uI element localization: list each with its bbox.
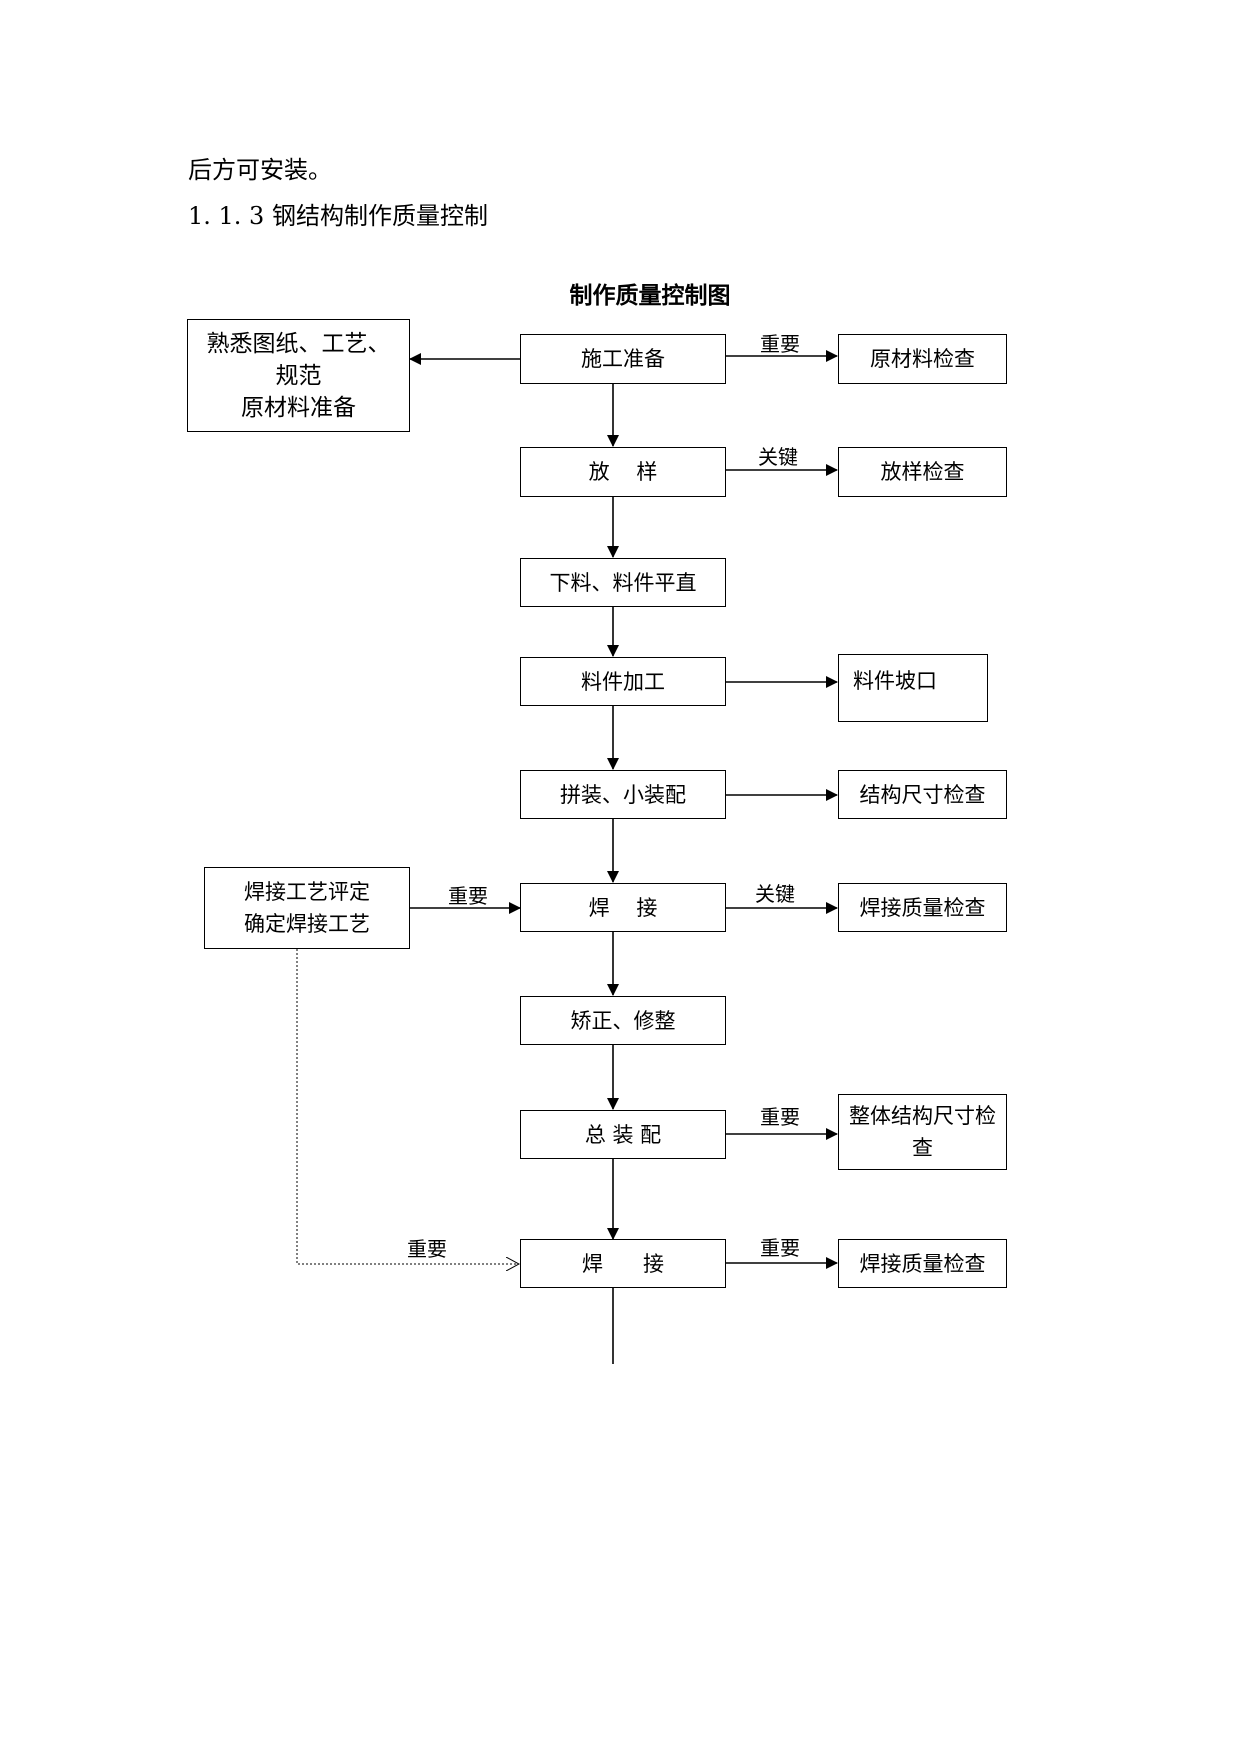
step-straightening: 矫正、修整 (520, 996, 726, 1045)
label-important-1: 重要 (760, 332, 800, 356)
check-layout: 放样检查 (838, 447, 1007, 497)
step-welding: 焊 接 (520, 883, 726, 932)
label-important-2: 重要 (760, 1105, 800, 1129)
label-important-dotted: 重要 (407, 1237, 447, 1261)
step-final-assembly: 总 装 配 (520, 1110, 726, 1159)
dotted-connector (296, 949, 519, 1264)
label-key-1: 关键 (758, 445, 798, 469)
box-weld-procedure: 焊接工艺评定 确定焊接工艺 (204, 867, 410, 949)
check-overall-size: 整体结构尺寸检查 (838, 1094, 1007, 1170)
step-assembly: 拼装、小装配 (520, 770, 726, 819)
label-important-3: 重要 (760, 1236, 800, 1260)
box-prep-drawings: 熟悉图纸、工艺、 规范 原材料准备 (187, 319, 410, 432)
paragraph-line-1: 后方可安装。 (188, 156, 332, 184)
step-preparation: 施工准备 (520, 334, 726, 384)
box-weld-procedure-line-2: 确定焊接工艺 (244, 912, 370, 936)
step-machining: 料件加工 (520, 657, 726, 706)
check-final-welding-quality: 焊接质量检查 (838, 1239, 1007, 1288)
step-cutting: 下料、料件平直 (520, 558, 726, 607)
box-prep-line-1: 熟悉图纸、工艺、 (206, 330, 391, 357)
part-bevel: 料件坡口 (838, 654, 988, 722)
label-key-2: 关键 (755, 882, 795, 906)
check-structure-size: 结构尺寸检查 (838, 770, 1007, 819)
box-weld-procedure-line-1: 焊接工艺评定 (244, 880, 370, 904)
section-heading: 1. 1. 3 钢结构制作质量控制 (188, 202, 488, 230)
check-raw-material: 原材料检查 (838, 334, 1007, 384)
box-prep-line-2: 规范 (275, 362, 322, 389)
check-welding-quality: 焊接质量检查 (838, 883, 1007, 932)
box-prep-line-3: 原材料准备 (241, 394, 356, 421)
step-layout: 放 样 (520, 447, 726, 497)
step-final-welding: 焊 接 (520, 1239, 726, 1288)
label-important-weld-proc: 重要 (448, 884, 488, 908)
diagram-title: 制作质量控制图 (569, 283, 731, 309)
